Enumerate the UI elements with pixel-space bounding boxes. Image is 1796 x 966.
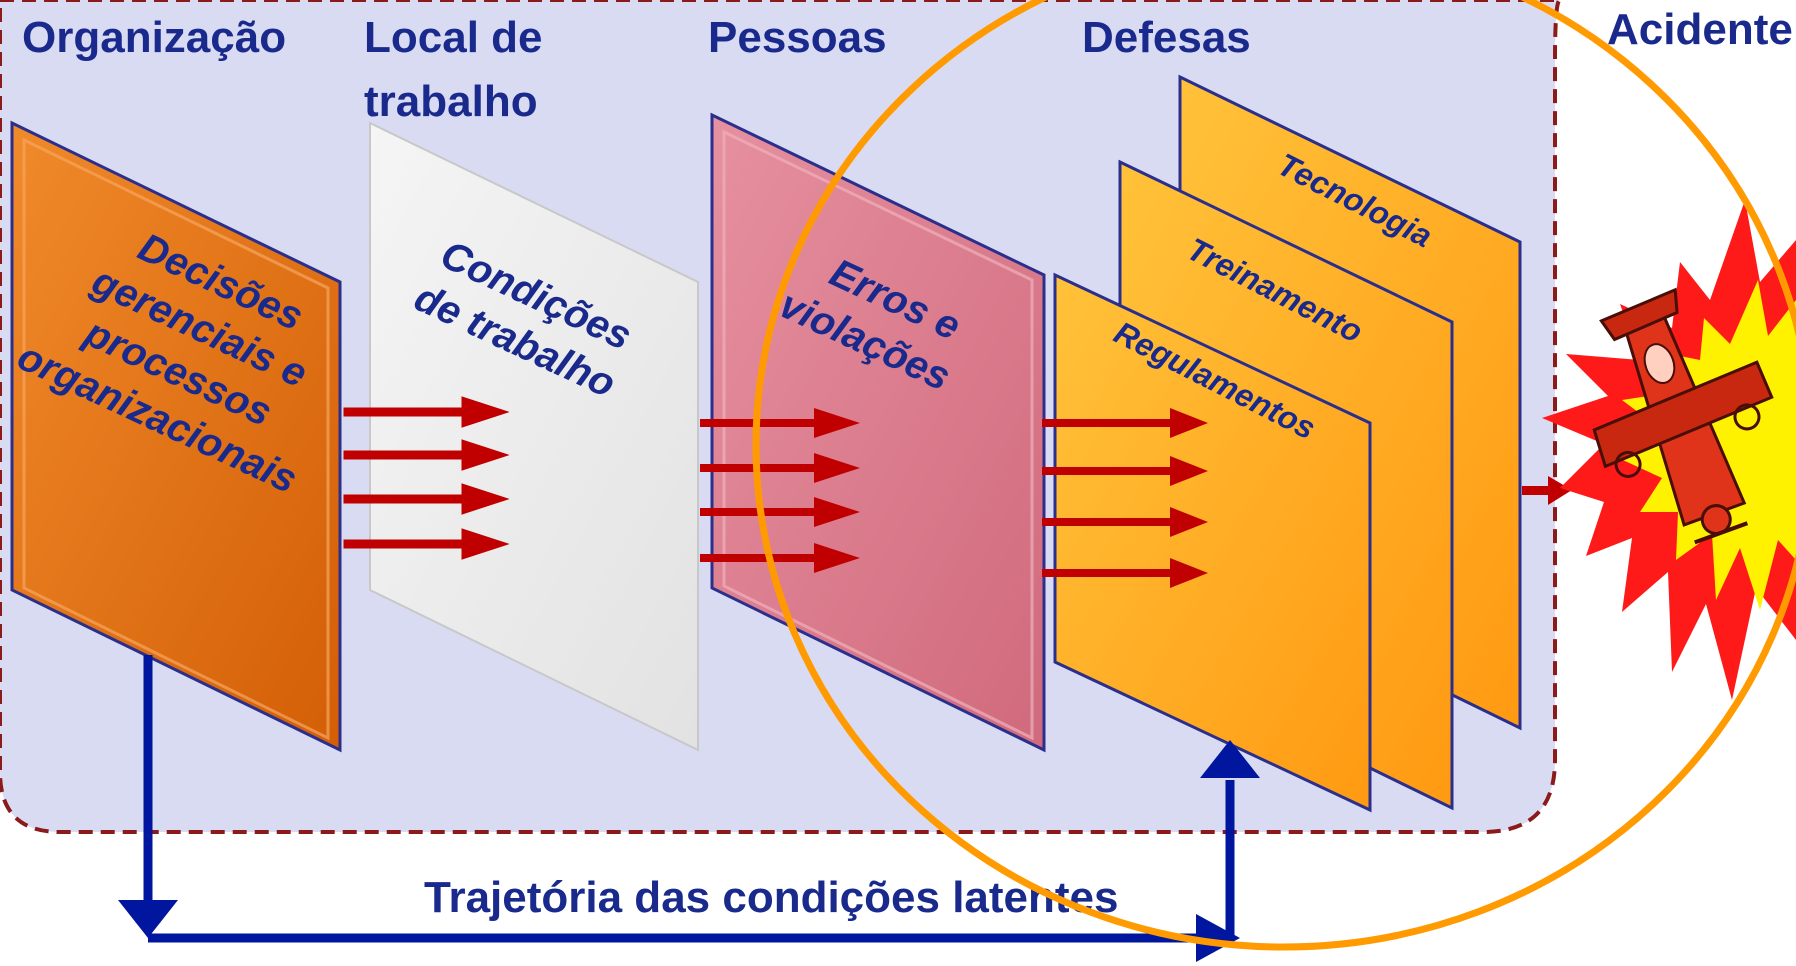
defenses-focus-circle bbox=[752, 0, 1796, 951]
header-organizacao: Organização bbox=[22, 13, 286, 62]
red-arrow-icon bbox=[1042, 408, 1208, 438]
header-pessoas: Pessoas bbox=[708, 13, 887, 62]
panel-local-de-trabalho: Condições de trabalho bbox=[369, 121, 699, 752]
panel-pessoas: Erros e violações bbox=[710, 112, 1046, 753]
trajectory-label: Trajetória das condições latentes bbox=[424, 873, 1118, 922]
header-local-de-trabalho-1: Local de bbox=[364, 13, 543, 62]
red-arrow-icon bbox=[343, 396, 510, 428]
arrow-to-accident bbox=[1522, 476, 1572, 505]
red-arrow-icon bbox=[1042, 456, 1208, 486]
red-arrow-icon bbox=[343, 483, 510, 515]
header-acidente: Acidente bbox=[1607, 5, 1793, 54]
panel-organizacao: Decisões gerenciais e processos organiza… bbox=[10, 120, 342, 753]
arrows-org-to-work bbox=[343, 396, 510, 560]
right-arrow-icon bbox=[1196, 914, 1240, 962]
crashing-plane-icon bbox=[1592, 287, 1774, 545]
red-arrow-icon bbox=[343, 439, 510, 471]
header-local-de-trabalho-2: trabalho bbox=[364, 77, 538, 126]
arrows-people-to-defenses bbox=[1042, 408, 1208, 588]
header-defesas: Defesas bbox=[1082, 13, 1251, 62]
red-arrow-icon bbox=[700, 543, 860, 573]
down-arrow-icon bbox=[118, 900, 178, 938]
red-arrow-icon bbox=[1042, 558, 1208, 588]
red-arrow-icon bbox=[1042, 507, 1208, 537]
up-arrow-icon bbox=[1200, 740, 1260, 778]
latent-conditions-trajectory bbox=[143, 655, 1235, 943]
red-arrow-icon bbox=[343, 528, 510, 560]
